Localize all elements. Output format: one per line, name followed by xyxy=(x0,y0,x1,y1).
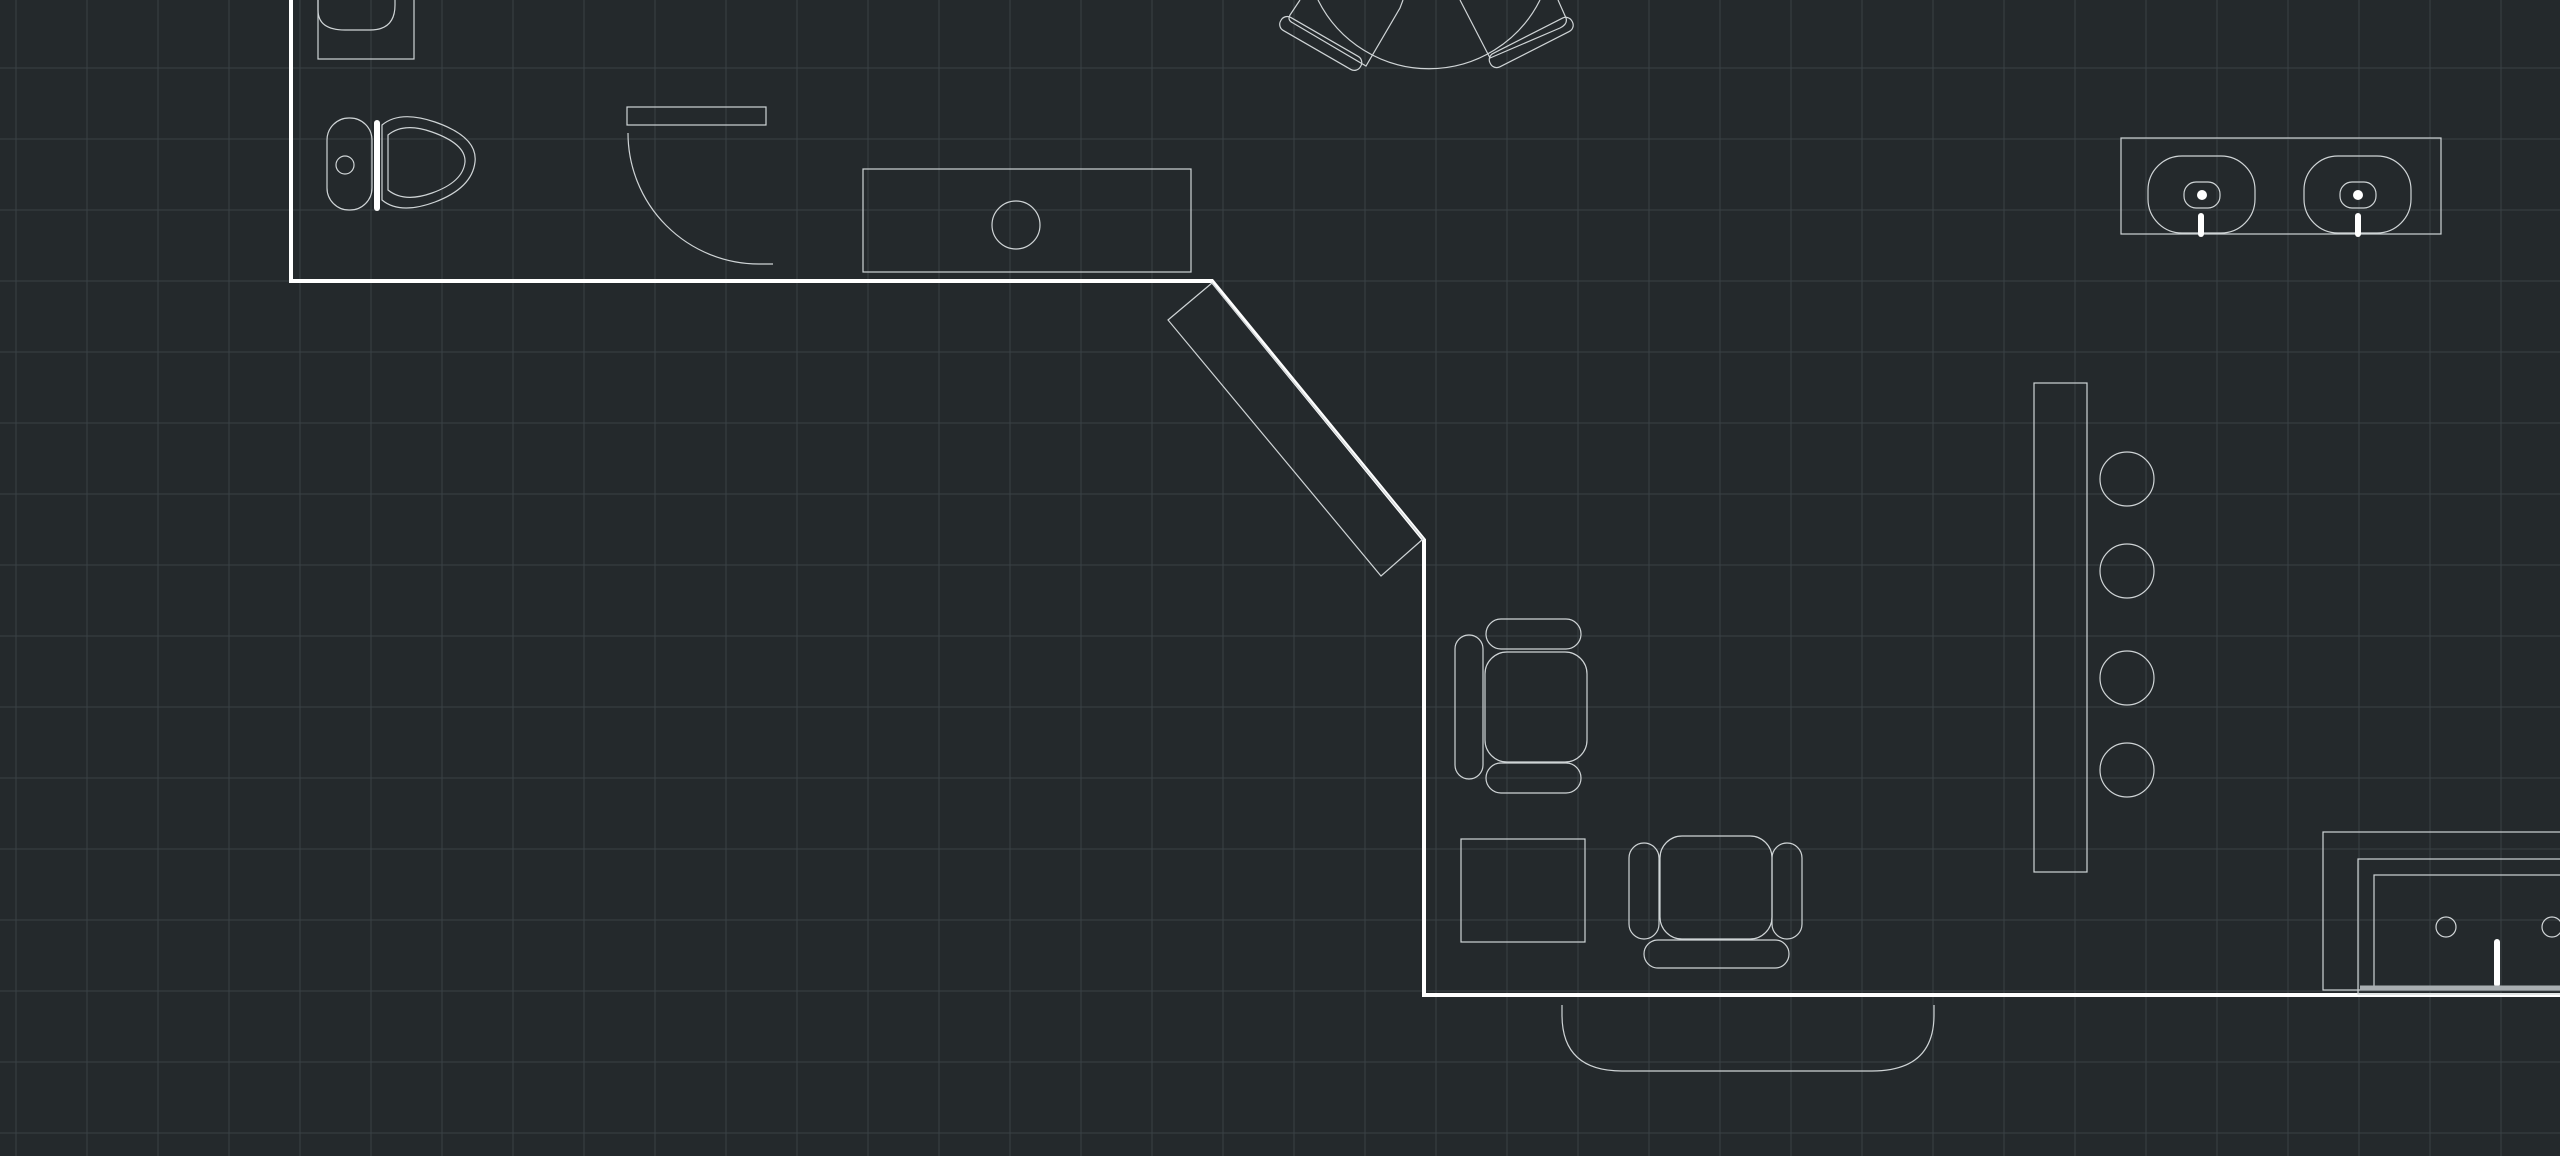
bar-stool-icon xyxy=(2099,451,2155,507)
bar-stool-icon xyxy=(2099,742,2155,798)
armchair-icon xyxy=(1454,618,1588,794)
bar-stool-icon xyxy=(2099,543,2155,599)
bar-counter xyxy=(2033,382,2155,873)
armchair-icon xyxy=(1628,835,1803,969)
shower-tray xyxy=(317,0,415,60)
diagonal-cabinet xyxy=(1167,282,1424,577)
double-sink xyxy=(2120,137,2442,237)
bar-stool-icon xyxy=(2099,650,2155,706)
bed xyxy=(2322,831,2560,995)
armchair-icon xyxy=(1459,0,1574,69)
bathroom-fixtures xyxy=(317,0,1192,273)
door-swing xyxy=(626,106,773,265)
top-seating-group xyxy=(1279,0,1574,71)
vanity-basin xyxy=(862,168,1192,273)
upper-room-wall xyxy=(289,0,2560,997)
bay-window xyxy=(1561,1005,1935,1072)
drain-icon xyxy=(2353,190,2363,200)
walls xyxy=(289,0,2560,997)
drain-icon xyxy=(2197,190,2207,200)
toilet-icon xyxy=(326,116,476,211)
armchair-icon xyxy=(1279,0,1404,71)
side-table xyxy=(1460,838,1586,943)
